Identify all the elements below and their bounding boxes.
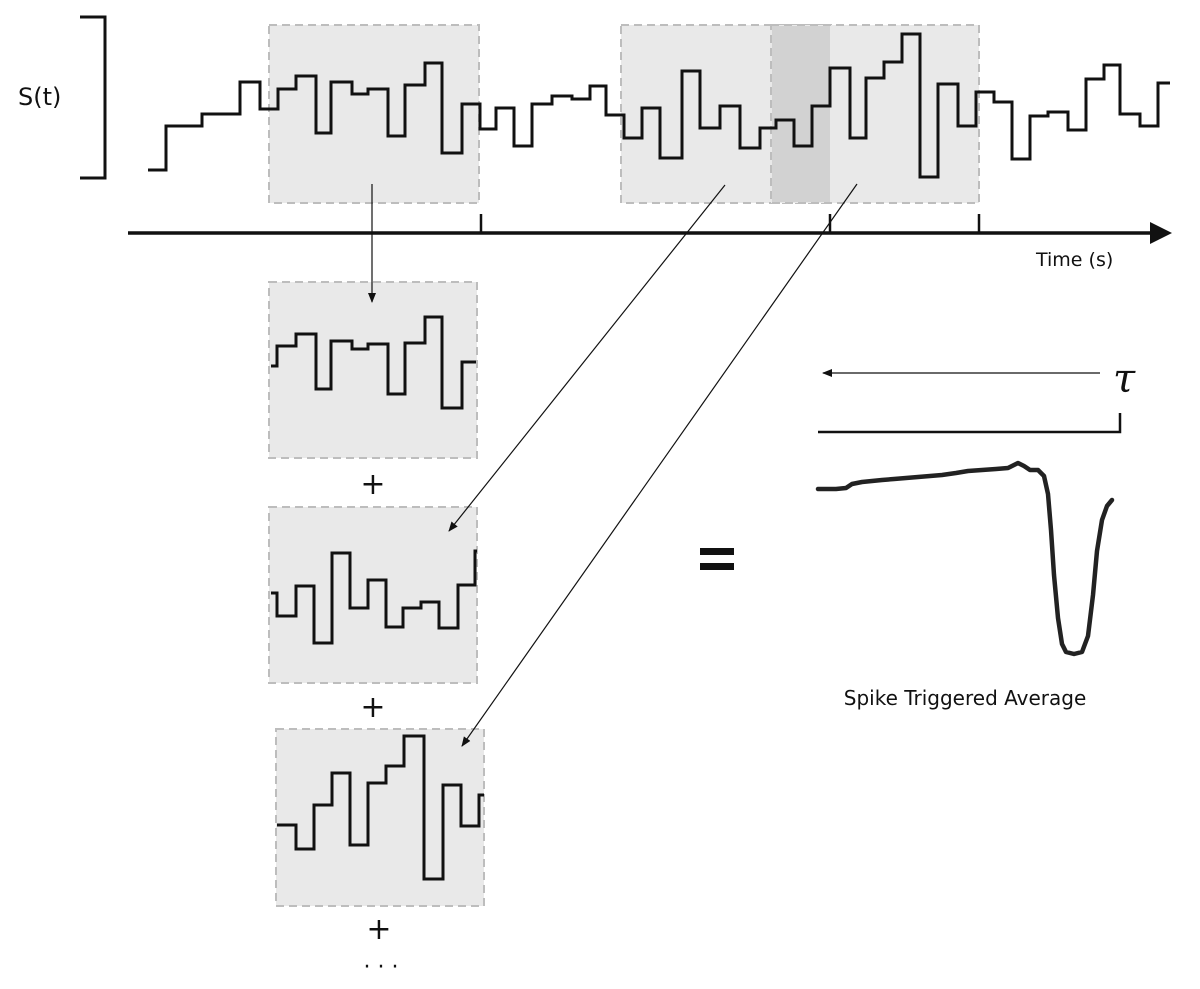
plus-sign-2: + (360, 690, 385, 725)
snippet-box-3 (275, 728, 485, 907)
arrow-window-2-to-snippet-2 (448, 184, 726, 532)
plus-sign-1: + (360, 467, 385, 502)
window-overlap (772, 26, 830, 202)
time-axis-arrowhead (1150, 222, 1172, 244)
continuation-ellipsis: · · · (364, 955, 399, 980)
snippet-trace-1 (271, 315, 476, 410)
arrow-window-3-to-snippet-3 (461, 183, 858, 747)
stimulus-trace (148, 32, 1170, 179)
equals-sign-bottom (700, 563, 734, 570)
spike-window-1 (268, 24, 480, 204)
sta-waveform (815, 460, 1115, 657)
amplitude-bracket (80, 15, 107, 180)
sta-label: Spike Triggered Average (844, 686, 1087, 710)
time-axis-label: Time (s) (1035, 249, 1113, 271)
equals-sign-top (700, 548, 734, 555)
signal-label: S(t) (18, 83, 61, 111)
tau-symbol: τ (1113, 356, 1136, 402)
snippet-trace-2 (271, 549, 477, 645)
snippet-box-2 (268, 506, 478, 684)
plus-sign-3: + (366, 912, 391, 947)
snippet-trace-3 (277, 734, 484, 881)
tau-span-bracket (818, 413, 1122, 434)
snippet-box-1 (268, 281, 478, 459)
